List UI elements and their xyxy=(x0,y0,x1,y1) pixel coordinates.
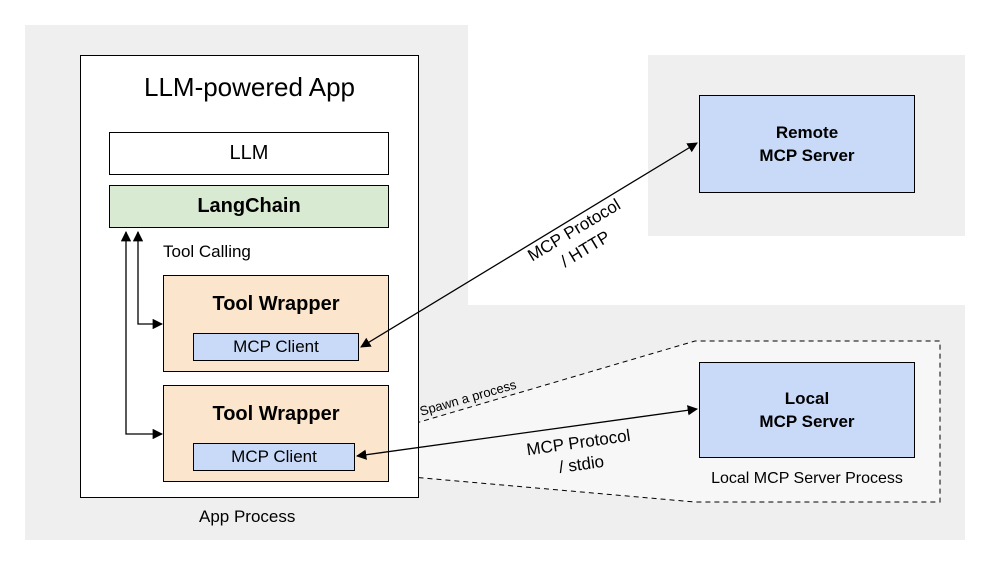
tool-calling-arrow-1 xyxy=(132,230,164,330)
mcp-client-1: MCP Client xyxy=(193,333,359,361)
local-process-label: Local MCP Server Process xyxy=(711,470,903,487)
tool-calling-arrow-2 xyxy=(120,230,164,440)
remote-server-line2: MCP Server xyxy=(759,146,855,165)
llm-label: LLM xyxy=(229,142,269,164)
tool-wrapper-2-title: Tool Wrapper xyxy=(212,403,340,425)
llm-box: LLM xyxy=(109,132,389,175)
local-mcp-server: Local MCP Server xyxy=(699,362,915,458)
local-server-line1: Local xyxy=(784,389,830,408)
tool-calling-label: Tool Calling xyxy=(163,242,251,261)
app-title: LLM-powered App xyxy=(143,72,356,102)
http-arrow xyxy=(360,142,698,348)
remote-mcp-server: Remote MCP Server xyxy=(699,95,915,193)
local-server-line2: MCP Server xyxy=(759,412,855,431)
langchain-label: LangChain xyxy=(197,195,301,217)
mcp-client-2: MCP Client xyxy=(193,443,355,471)
stdio-arrow xyxy=(355,405,699,460)
tool-wrapper-1-title: Tool Wrapper xyxy=(212,293,340,315)
remote-server-line1: Remote xyxy=(775,123,839,142)
mcp-client-1-label: MCP Client xyxy=(233,337,319,356)
langchain-box: LangChain xyxy=(109,185,389,228)
app-process-label: App Process xyxy=(199,507,296,526)
mcp-client-2-label: MCP Client xyxy=(231,447,317,466)
